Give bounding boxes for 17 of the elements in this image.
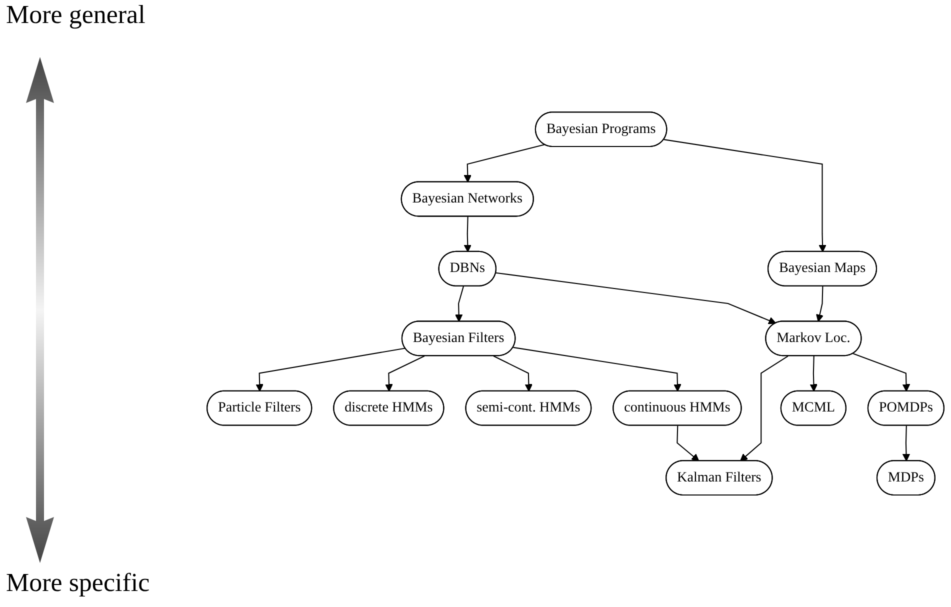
axis-label: More specific [6,568,150,598]
arrow [816,286,824,322]
arrow [853,353,910,392]
arrow [664,139,826,252]
arrow [454,286,464,322]
arrow [740,356,788,462]
arrow [496,272,776,324]
arrow [464,144,545,183]
arrow [256,348,406,392]
arrow [464,216,472,252]
arrow [676,426,700,462]
arrow [902,426,910,462]
arrow [385,356,425,392]
axis-label: More general [6,0,146,30]
arrow [493,356,533,392]
arrow [810,356,818,392]
arrow [513,346,682,392]
